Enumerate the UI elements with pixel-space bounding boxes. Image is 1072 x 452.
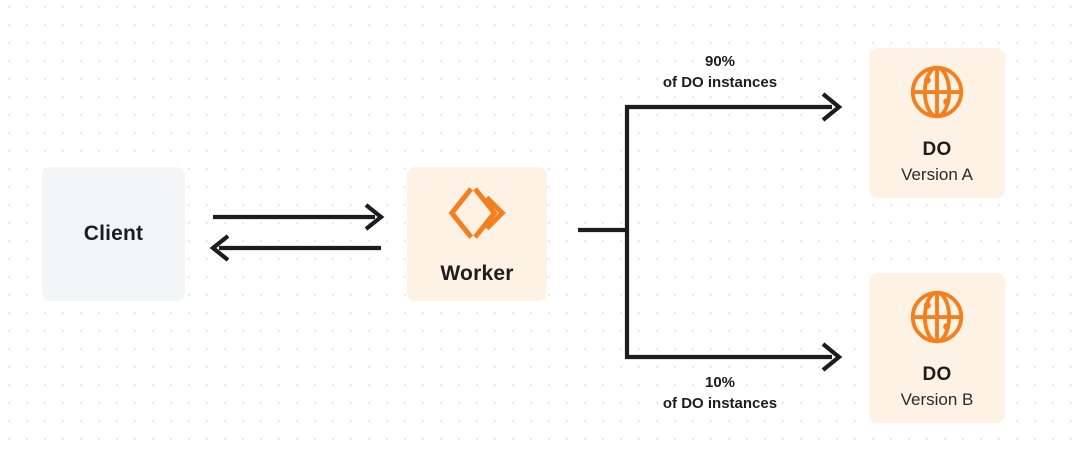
node-do-version-a: DO Version A [869,48,1005,198]
arrow-worker-to-do-a [625,92,843,122]
node-do-b-label: DO [922,364,952,385]
edge-label-do-a-description: of DO instances [662,73,778,91]
arrow-worker-to-client [209,234,381,262]
arrow-worker-to-do-b [625,342,843,372]
globe-icon [906,286,968,348]
edge-label-do-b-percent: 10% [704,374,736,391]
node-do-version-b: DO Version B [869,273,1005,423]
node-worker: Worker [407,167,547,301]
arrow-client-to-worker [213,203,385,231]
node-worker-label: Worker [440,262,514,285]
edge-label-do-a: 90% of DO instances [612,52,828,93]
edge-label-do-b-description: of DO instances [662,394,778,412]
node-client: Client [42,167,185,301]
node-do-a-version: Version A [901,165,973,184]
node-client-label: Client [83,222,144,246]
globe-icon [906,61,968,123]
node-do-a-label: DO [922,139,952,160]
node-do-b-version: Version B [900,390,974,409]
edge-label-do-b: 10% of DO instances [612,373,828,414]
branch-trunk [578,105,630,359]
worker-chevron-icon [446,182,508,244]
edge-label-do-a-percent: 90% [704,53,736,70]
